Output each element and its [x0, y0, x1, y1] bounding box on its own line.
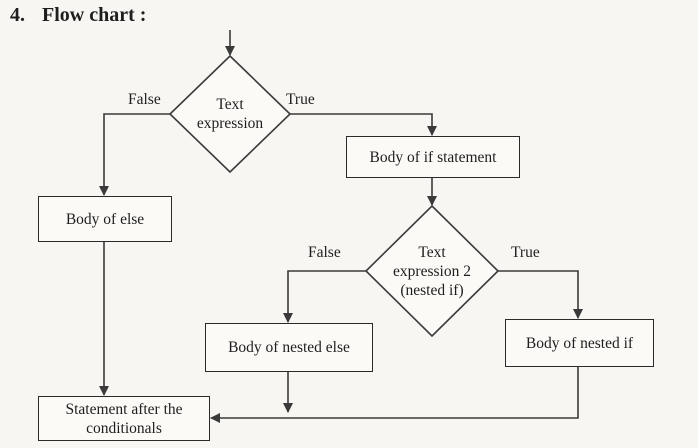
arrow-d1-true: [290, 113, 437, 136]
decision-1-true-label: True: [286, 91, 315, 108]
page-heading: 4. Flow chart :: [10, 4, 146, 27]
heading-number: 4.: [10, 4, 25, 26]
nested-else-body-box: Body of nested else: [205, 323, 373, 372]
nested-if-body-box: Body of nested if: [505, 319, 654, 367]
heading-title: Flow chart :: [42, 4, 147, 26]
arrow-d1-false: [99, 113, 170, 196]
decision-2-text: Text expression 2 (nested if): [393, 243, 471, 299]
decision-1-false-label: False: [128, 91, 161, 108]
if-body-box: Body of if statement: [346, 136, 520, 178]
decision-diamond-1: [168, 54, 292, 174]
arrow-nested-if-to-after: [210, 367, 579, 423]
decision-1-text: Text expression: [196, 96, 264, 132]
decision-2-false-label: False: [308, 244, 341, 261]
decision-diamond-2: [364, 204, 500, 338]
arrow-d2-true: [498, 270, 583, 319]
decision-2-true-label: True: [511, 244, 540, 261]
after-conditionals-box: Statement after the conditionals: [38, 396, 210, 441]
arrow-d2-false: [283, 270, 366, 323]
else-body-box: Body of else: [38, 196, 172, 242]
